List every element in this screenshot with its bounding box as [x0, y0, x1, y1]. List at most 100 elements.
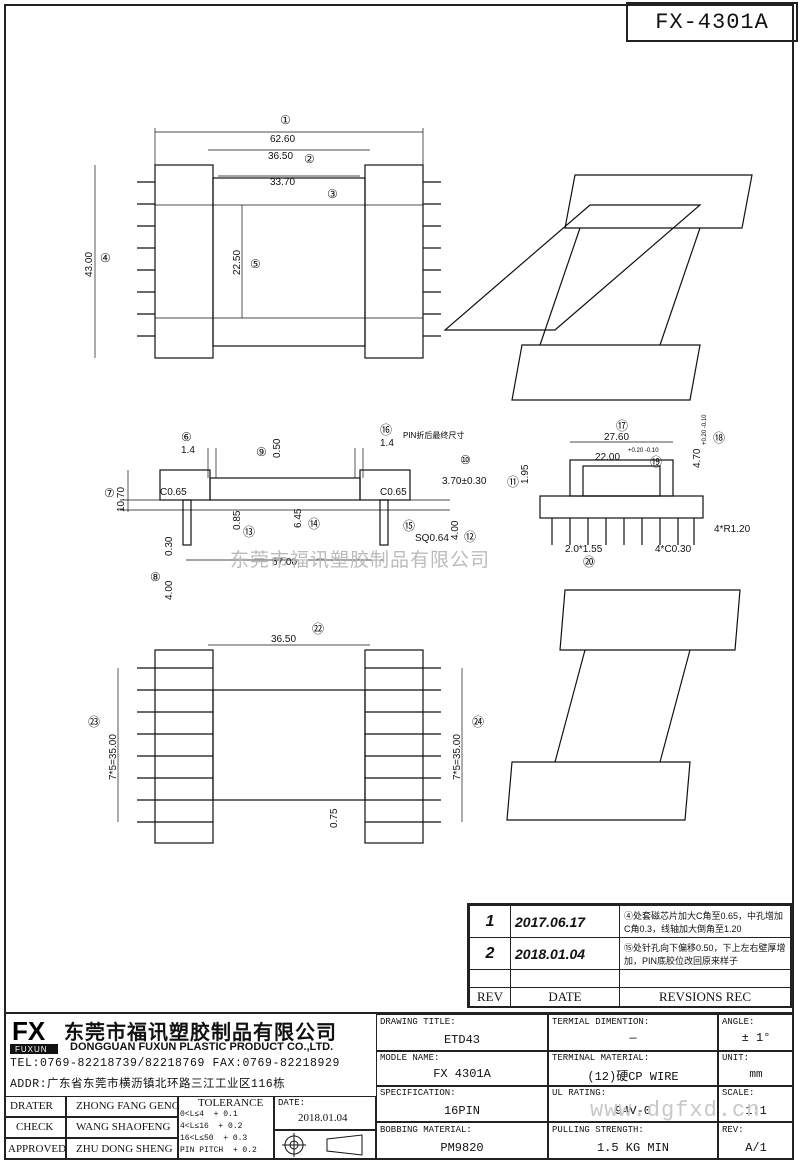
- revision-table: 1 2017.06.17 ④处套磁芯片加大C角至0.65，中孔增加C角0.3，线…: [467, 903, 793, 1008]
- callout-3: ③: [327, 187, 338, 201]
- drawing-number: FX-4301A: [626, 2, 798, 42]
- callout-18: ⑱: [713, 431, 725, 445]
- revisions-header: REVSIONS REC: [619, 987, 791, 1007]
- isometric-view-bottom: [506, 589, 741, 821]
- dim-c0-65-right: C0.65: [380, 487, 407, 498]
- revision-description: ⑮处针孔向下偏移0.50，下上左右壁厚增加，PIN底胶位改回原来样子: [619, 937, 791, 970]
- ul-rating-label: UL RATING:: [552, 1088, 607, 1098]
- side-view: ⑥ 1.4 ⑨ 0.50 ⑯ 1.4 PIN折后最终尺寸 ⑦ 10.70 C0.…: [104, 423, 519, 600]
- bottom-view: 36.50 ㉒ 7*5=35.00 ㉓ 7*5=35.00 ㉔ 0.75: [88, 622, 484, 844]
- dim-4xr1-20: 4*R1.20: [714, 524, 751, 535]
- pin-note: PIN折后最终尺寸: [403, 430, 464, 440]
- dim-0-50: 0.50: [272, 438, 283, 458]
- dim-0-85: 0.85: [232, 510, 243, 530]
- watermark-url: www.dgfxd.cn: [590, 1098, 761, 1123]
- dim-4-70-tol: +0.20 -0.10: [702, 414, 708, 445]
- callout-23: ㉓: [88, 715, 100, 729]
- dim-3-70: 3.70±0.30: [442, 476, 487, 487]
- pulling-strength-value: 1.5 KG MIN: [596, 1141, 669, 1155]
- callout-9: ⑨: [256, 445, 267, 459]
- scale-label: SCALE:: [722, 1088, 755, 1098]
- terminal-dimention-value: —: [629, 1031, 637, 1045]
- revision-row: 2 2018.01.04 ⑮处针孔向下偏移0.50，下上左右壁厚增加，PIN底胶…: [469, 937, 791, 970]
- dim-6-45: 6.45: [293, 508, 304, 528]
- dim-1-4-left: 1.4: [181, 445, 195, 456]
- company-tel: TEL:0769-82218739/82218769 FAX:0769-8221…: [10, 1057, 341, 1070]
- dim-4xc0-30: 4*C0.30: [655, 544, 692, 555]
- model-name-value: FX 4301A: [433, 1067, 491, 1081]
- scale-value: 1:1: [745, 1104, 767, 1118]
- svg-text:FUXUN: FUXUN: [15, 1045, 48, 1054]
- revision-date: 2018.01.04: [510, 937, 620, 970]
- callout-14: ⑭: [308, 517, 320, 531]
- date-header: DATE: [510, 987, 620, 1007]
- dim-22-00: 22.00: [595, 452, 620, 463]
- tolerance-row: 4<L≤16 + 0.2: [180, 1122, 243, 1131]
- dim-0-30: 0.30: [164, 536, 175, 556]
- callout-12: ⑫: [464, 530, 476, 544]
- unit-value: mm: [749, 1069, 763, 1081]
- drater-label: DRATER: [10, 1100, 53, 1112]
- callout-5: ⑤: [250, 257, 261, 271]
- approved-label: APPROVED: [8, 1143, 67, 1155]
- drawing-title-label: DRAWING TITLE:: [380, 1017, 456, 1027]
- dim-62-60: 62.60: [270, 134, 295, 145]
- callout-13: ⑬: [243, 525, 255, 539]
- pulling-strength-label: PULLING STRENGTH:: [552, 1125, 644, 1135]
- callout-6: ⑥: [181, 430, 192, 444]
- projection-symbol: [282, 1133, 363, 1157]
- dim-4-00-left: 4.00: [164, 580, 175, 600]
- dim-43-00: 43.00: [84, 252, 95, 277]
- callout-22: ㉒: [312, 622, 324, 636]
- revision-date: 2017.06.17: [510, 905, 620, 938]
- dim-c0-65-left: C0.65: [160, 487, 187, 498]
- dim-36-50: 36.50: [268, 151, 293, 162]
- check-name: WANG SHAOFENG: [76, 1121, 171, 1133]
- dim-1-4-right: 1.4: [380, 438, 394, 449]
- callout-15: ⑮: [403, 519, 415, 533]
- revision-description: ④处套磁芯片加大C角至0.65，中孔增加C角0.3，线轴加大倒角至1.20: [619, 905, 791, 938]
- bobbin-material-value: PM9820: [440, 1141, 484, 1155]
- callout-24: ㉔: [472, 715, 484, 729]
- callout-7: ⑦: [104, 486, 115, 500]
- dim-7x5-left: 7*5=35.00: [108, 734, 119, 780]
- drawing-date: 2018.01.04: [298, 1112, 348, 1124]
- unit-label: UNIT:: [722, 1053, 750, 1063]
- check-label: CHECK: [16, 1121, 54, 1133]
- tolerance-row: 0<L≤4 + 0.1: [180, 1110, 238, 1119]
- dim-27-60: 27.60: [604, 432, 629, 443]
- callout-11: ⑪: [507, 475, 519, 489]
- fx-logo: FX FUXUN: [10, 1016, 58, 1054]
- angle-value: ± 1°: [741, 1031, 771, 1045]
- callout-19: ⑲: [650, 455, 662, 469]
- approved-name: ZHU DONG SHENG: [76, 1143, 173, 1155]
- callout-17: ⑰: [616, 419, 628, 433]
- dim-2-0x1-55: 2.0*1.55: [565, 544, 603, 555]
- ul-rating-value: 94V-0: [614, 1104, 651, 1118]
- title-block: [4, 1012, 794, 1162]
- svg-text:FX: FX: [12, 1016, 46, 1046]
- revision-row: 1 2017.06.17 ④处套磁芯片加大C角至0.65，中孔增加C角0.3，线…: [469, 905, 791, 938]
- rev-header: REV: [469, 987, 511, 1007]
- dim-33-70: 33.70: [270, 177, 295, 188]
- dim-4-70: 4.70: [692, 448, 703, 468]
- terminal-material-value: (12)硬CP WIRE: [587, 1070, 679, 1084]
- callout-20: ⑳: [583, 555, 595, 569]
- dim-7x5-right: 7*5=35.00: [452, 734, 463, 780]
- tolerance-row: PIN PITCH + 0.2: [180, 1146, 257, 1155]
- dim-sq0-64: SQ0.64: [415, 533, 449, 544]
- callout-8: ⑧: [150, 570, 161, 584]
- revision-number: 1: [469, 905, 511, 938]
- model-name-label: MODLE NAME:: [380, 1053, 440, 1063]
- callout-2: ②: [304, 152, 315, 166]
- specification-value: 16PIN: [443, 1104, 480, 1118]
- rev-value: A/1: [745, 1141, 767, 1155]
- technical-drawing: .ln{stroke:#111;stroke-width:1.2;fill:no…: [84, 113, 753, 844]
- company-name-cn: 东莞市福讯塑胶制品有限公司: [64, 1022, 337, 1044]
- terminal-dimention-label: TERMIAL DIMENTION:: [552, 1017, 650, 1027]
- callout-4: ④: [100, 251, 111, 265]
- bobbin-material-label: BOBBING MATERIAL:: [380, 1125, 472, 1135]
- drawing-title-value: ETD43: [443, 1033, 480, 1047]
- front-view: 27.60 ⑰ 22.00 +0.20 -0.10 ⑲ 4.70 +0.20 -…: [520, 414, 751, 569]
- specification-label: SPECIFICATION:: [380, 1088, 456, 1098]
